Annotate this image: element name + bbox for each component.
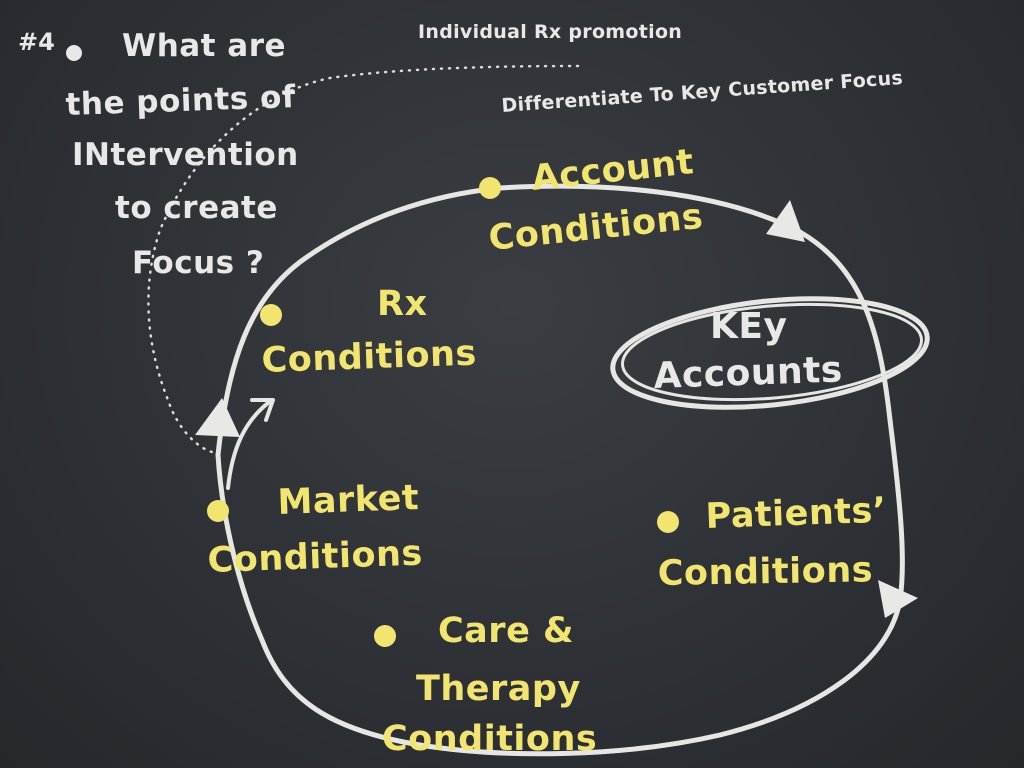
arrowhead-left	[195, 398, 240, 437]
rx-line-2: Conditions	[261, 334, 477, 381]
inner-arrow-line	[226, 398, 274, 490]
patients-line-2: Conditions	[657, 550, 873, 594]
dot-account	[479, 177, 501, 199]
dot-patients	[657, 511, 679, 533]
rx-line-1: Rx	[377, 284, 428, 324]
market-line-2: Conditions	[207, 534, 423, 581]
cycle-loop	[215, 183, 905, 757]
care-line-1: Care &	[438, 611, 574, 651]
dot-care	[374, 625, 396, 647]
dot-rx	[260, 304, 282, 326]
inner-arrow-head	[250, 398, 275, 422]
patients-line-1: Patients’	[705, 491, 887, 537]
care-line-3: Conditions	[382, 719, 597, 759]
question-line-3: INtervention	[72, 137, 299, 173]
arrowhead-top-right	[766, 200, 805, 242]
dot-market	[207, 500, 229, 522]
account-line-1: Account	[530, 142, 696, 199]
note-top: Individual Rx promotion	[418, 21, 682, 43]
center-line-1: KEy	[710, 306, 787, 347]
question-line-5: Focus ?	[132, 245, 264, 281]
care-line-2: Therapy	[416, 669, 581, 709]
question-line-2: the points of	[65, 79, 296, 123]
center-line-2: Accounts	[653, 349, 843, 397]
question-line-4: to create	[115, 190, 278, 226]
question-line-1: What are	[122, 28, 286, 64]
key-accounts-ellipse	[610, 296, 930, 410]
arrowhead-right	[878, 580, 918, 618]
market-line-1: Market	[277, 478, 420, 523]
question-number: #4	[18, 28, 55, 56]
question-dot	[66, 45, 82, 61]
account-line-2: Conditions	[487, 197, 705, 259]
note-second: Differentiate To Key Customer Focus	[501, 67, 904, 117]
dotted-connector	[147, 64, 580, 454]
key-accounts-ellipse-inner	[621, 302, 923, 402]
